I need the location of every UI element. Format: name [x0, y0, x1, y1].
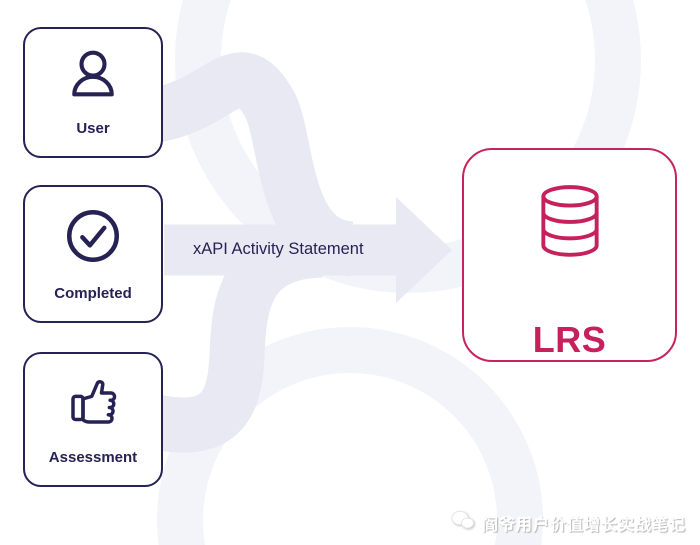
node-assessment: Assessment — [23, 352, 163, 487]
thumbs-up-icon — [63, 372, 123, 432]
node-lrs-label: LRS — [532, 319, 607, 360]
decorative-ring — [157, 327, 543, 545]
node-completed-label: Completed — [54, 285, 132, 302]
database-icon — [531, 182, 609, 264]
arrow-head — [396, 197, 452, 303]
node-assessment-label: Assessment — [48, 449, 138, 466]
node-lrs: LRS — [462, 148, 677, 362]
arrow-branch-top — [150, 52, 356, 277]
node-user-label: User — [76, 120, 110, 137]
flow-label: xAPI Activity Statement — [193, 240, 364, 258]
wechat-icon — [451, 510, 475, 535]
node-user: User — [23, 27, 163, 158]
watermark: 阎爷用户价值增长实战笔记 — [451, 510, 686, 535]
node-completed: Completed — [23, 185, 163, 323]
check-circle-icon — [63, 206, 123, 266]
user-icon — [64, 46, 122, 104]
watermark-text: 阎爷用户价值增长实战笔记 — [481, 516, 686, 534]
